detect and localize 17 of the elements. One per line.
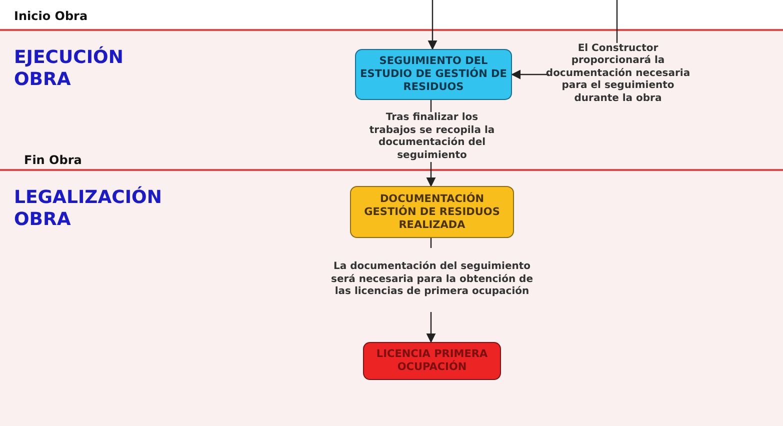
note-text: El Constructor proporcionará la documentación necesaria para el seguimiento durante la obra	[541, 43, 695, 105]
arrow	[511, 70, 549, 80]
process-box: SEGUIMIENTO DEL ESTUDIO DE GESTIÓN DE RESIDUOS	[355, 49, 512, 100]
connector-line	[616, 0, 618, 43]
note-text: Tras finalizar los trabajos se recopila la documentación del seguimiento	[362, 112, 502, 162]
arrow	[426, 162, 436, 187]
section-heading: EJECUCIÓN OBRA	[14, 47, 124, 91]
line-label: Inicio Obra	[14, 9, 88, 23]
process-box: DOCUMENTACIÓN GESTIÓN DE RESIDUOS REALIZADA	[350, 186, 514, 238]
arrow	[428, 0, 438, 50]
arrow	[426, 312, 436, 343]
connector-line	[430, 238, 432, 248]
connector-line	[430, 100, 432, 112]
note-text: La documentación del seguimiento será necesaria para la obtención de las licencias de primera ocupación	[322, 248, 542, 312]
line-label: Fin Obra	[24, 153, 82, 167]
section-heading: LEGALIZACIÓN OBRA	[14, 187, 163, 231]
process-box: LICENCIA PRIMERA OCUPACIÓN	[363, 342, 501, 380]
